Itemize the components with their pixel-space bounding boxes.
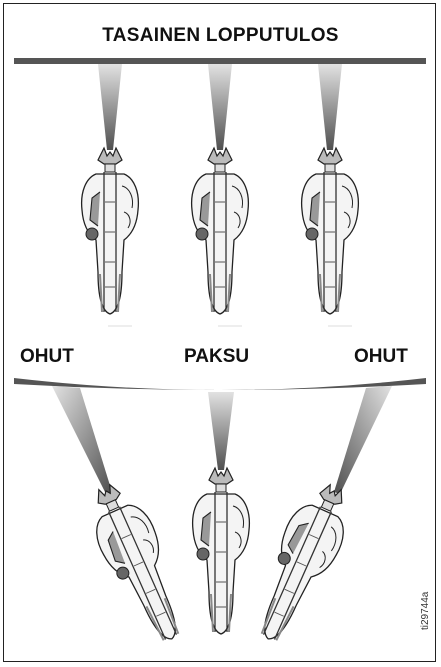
surface-bar-top — [14, 58, 426, 64]
spray-gun-icon — [80, 147, 140, 315]
spray-gun-icon — [241, 474, 363, 652]
spray-fan-icon — [208, 64, 232, 150]
label-thin-right: OHUT — [354, 346, 408, 367]
surface-bar-bottom — [14, 378, 426, 390]
spray-fan-icon — [318, 64, 342, 150]
spray-fan-icon — [98, 64, 122, 150]
label-thick-middle: PAKSU — [184, 346, 250, 367]
spray-gun-icon — [77, 474, 199, 652]
spray-gun-icon — [190, 147, 250, 315]
spray-fan-icon — [52, 386, 112, 494]
label-thin-left: OHUT — [20, 346, 74, 367]
spray-fan-icon — [208, 392, 234, 470]
spray-gun-icon — [191, 467, 251, 635]
title-even-result: TASAINEN LOPPUTULOS — [102, 25, 339, 46]
spray-gun-icon — [300, 147, 360, 315]
spray-fan-icon — [334, 386, 392, 494]
